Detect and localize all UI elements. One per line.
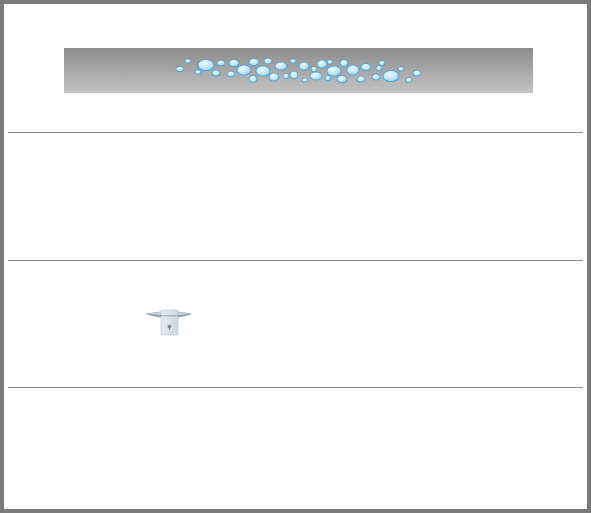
display-stand [144,307,194,337]
bubble-banner [64,48,533,93]
panel-divider [8,387,583,388]
bubbles-icon [175,57,422,83]
display-stand-icon [145,309,193,336]
panel-divider [8,132,583,133]
panel-divider [8,260,583,261]
